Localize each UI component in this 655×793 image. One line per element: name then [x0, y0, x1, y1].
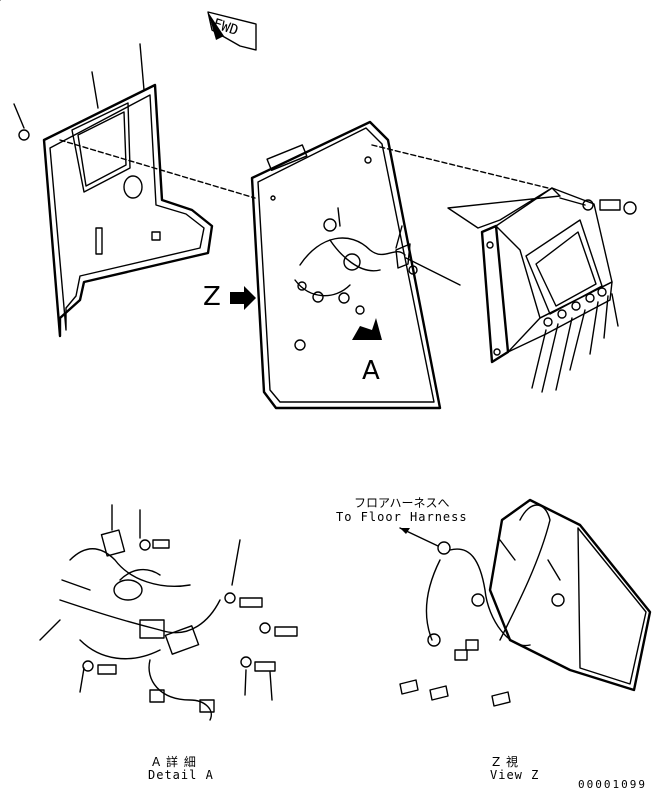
detail-a-marker: A — [362, 356, 380, 386]
view-z-caption-jp: Z 視 — [492, 755, 520, 769]
detail-a-caption-jp: A 詳 細 — [152, 755, 197, 769]
fwd-marker — [207, 11, 257, 51]
detail-a-arrow — [352, 318, 382, 340]
mounting-plate — [250, 120, 549, 410]
floor-harness-label-jp: フロアハーネスへ — [354, 496, 450, 510]
view-z-arrow — [230, 286, 256, 310]
cover-panel — [13, 43, 256, 338]
floor-harness-label-en: To Floor Harness — [336, 510, 468, 524]
drawing-code: 00001099 — [578, 778, 647, 791]
detail-a-drawing — [39, 504, 298, 721]
detail-a-caption-en: Detail A — [148, 768, 214, 782]
view-z-caption-en: View Z — [490, 768, 540, 782]
view-z-drawing — [399, 498, 652, 707]
view-z-marker: Z — [203, 282, 221, 312]
monitor-housing — [447, 187, 637, 393]
